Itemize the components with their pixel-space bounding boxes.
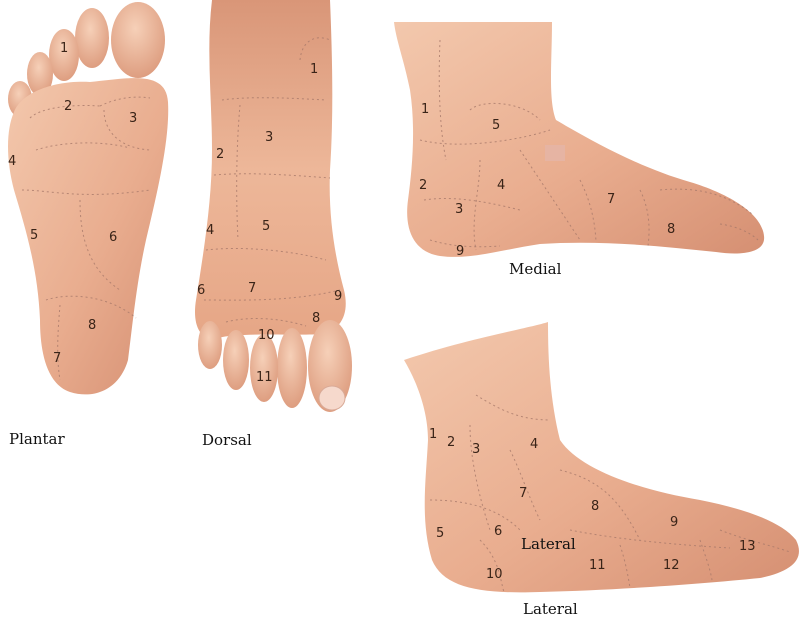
dorsal-zone-10: 10 (258, 328, 275, 343)
dorsal-zone-2: 2 (216, 147, 224, 162)
dorsal-toe-3 (250, 334, 278, 402)
lateral-zone-7: 7 (519, 486, 527, 501)
plantar-zone-6: 6 (109, 230, 117, 245)
lateral-zone-13: 13 (739, 539, 756, 554)
medial-zone-7: 7 (607, 192, 615, 207)
dorsal-toe-2 (277, 328, 307, 408)
dorsal-toe-5 (198, 321, 222, 369)
medial-foot (394, 22, 765, 257)
plantar-zone-5: 5 (30, 228, 38, 243)
lateral-zone-3: 3 (472, 442, 480, 457)
plantar-zone-2: 2 (64, 99, 72, 114)
plantar-caption: Plantar (9, 430, 65, 448)
dorsal-toenail-big (318, 385, 346, 411)
plantar-foot-view: 1 2 3 4 5 6 7 8 Plantar (8, 2, 169, 448)
lateral-caption: Lateral (523, 600, 578, 618)
lateral-zone-4: 4 (530, 437, 538, 452)
dorsal-caption: Dorsal (202, 431, 252, 449)
lateral-zone-12: 12 (663, 558, 680, 573)
dorsal-zone-1: 1 (310, 62, 318, 77)
dorsal-zone-5: 5 (262, 219, 270, 234)
dorsal-zone-3: 3 (265, 130, 273, 145)
plantar-toe-2 (75, 8, 109, 68)
medial-foot-view: 1 2 3 4 5 7 8 9 Medial (394, 22, 765, 278)
plantar-toe-3 (49, 29, 79, 81)
dorsal-zone-6: 6 (197, 283, 205, 298)
plantar-zone-7: 7 (53, 351, 61, 366)
dorsal-foot-view: 1 2 3 4 5 6 7 8 9 10 11 Dorsal (194, 0, 352, 449)
medial-zone-9: 9 (456, 244, 464, 259)
lateral-zone-8: 8 (591, 499, 599, 514)
medial-marker-patch (545, 145, 565, 161)
lateral-zone-11: 11 (589, 558, 606, 573)
plantar-zone-8: 8 (88, 318, 96, 333)
plantar-zone-4: 4 (8, 154, 16, 169)
plantar-toe-4 (27, 52, 53, 96)
medial-caption: Medial (509, 260, 562, 278)
dorsal-toe-4 (223, 330, 249, 390)
lateral-zone-5: 5 (436, 526, 444, 541)
medial-zone-5: 5 (492, 118, 500, 133)
dorsal-zone-4: 4 (206, 223, 214, 238)
plantar-sole (8, 78, 169, 395)
lateral-foot-view: 1 2 3 4 5 6 7 8 9 10 11 12 13 Lateral La… (404, 322, 799, 618)
plantar-toe-big (111, 2, 165, 78)
lateral-foot (404, 322, 799, 593)
dorsal-zone-8: 8 (312, 311, 320, 326)
lateral-inner-label: Lateral (521, 535, 576, 553)
medial-zone-1: 1 (421, 102, 429, 117)
lateral-zone-10: 10 (486, 567, 503, 582)
dorsal-zone-11: 11 (256, 370, 273, 385)
medial-zone-4: 4 (497, 178, 505, 193)
medial-zone-2: 2 (419, 178, 427, 193)
dorsal-zone-7: 7 (248, 281, 256, 296)
medial-zone-3: 3 (455, 202, 463, 217)
lateral-zone-6: 6 (494, 524, 502, 539)
dorsal-zone-9: 9 (334, 289, 342, 304)
dorsal-foot (194, 0, 346, 339)
lateral-zone-2: 2 (447, 435, 455, 450)
plantar-zone-1: 1 (60, 41, 68, 56)
lateral-zone-9: 9 (670, 515, 678, 530)
medial-zone-8: 8 (667, 222, 675, 237)
plantar-zone-3: 3 (129, 111, 137, 126)
lateral-zone-1: 1 (429, 427, 437, 442)
